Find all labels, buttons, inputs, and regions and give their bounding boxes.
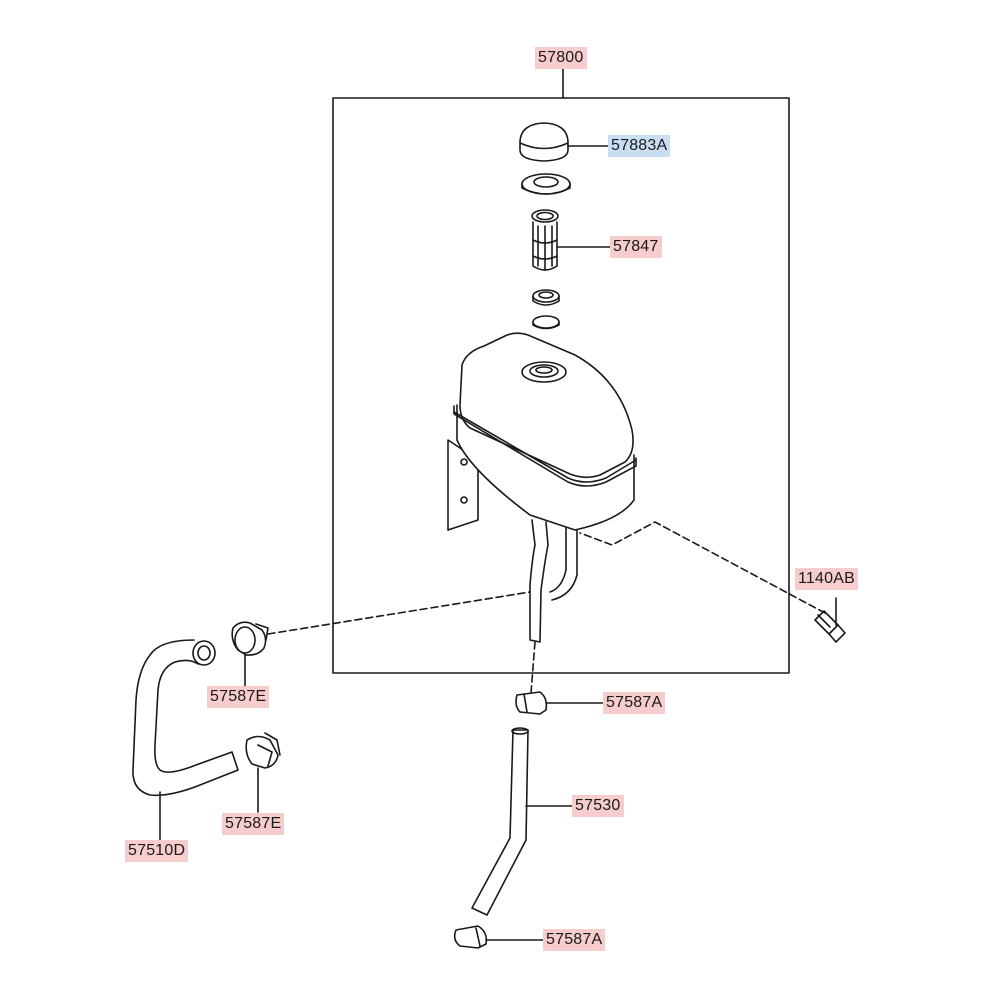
cap-icon <box>519 122 569 162</box>
assembly-boundary <box>332 97 790 674</box>
return-clamp-lower-icon <box>453 925 488 949</box>
bolt-path <box>579 521 826 614</box>
part-label-clamp-return-lower[interactable]: 57587A <box>543 929 606 951</box>
connection-line-suction <box>267 591 531 635</box>
part-label-clamp-hose-upper[interactable]: 57587E <box>207 686 270 708</box>
hose-clamp-lower-icon <box>245 732 281 769</box>
small-seal-icon <box>532 289 560 306</box>
part-label-strainer[interactable]: 57847 <box>610 236 662 258</box>
part-label-clamp-return-upper[interactable]: 57587A <box>603 692 666 714</box>
part-label-bolt[interactable]: 1140AB <box>795 568 858 590</box>
part-label-hose-suction[interactable]: 57510D <box>125 840 189 862</box>
part-label-cap[interactable]: 57883A <box>608 135 671 157</box>
part-label-assembly[interactable]: 57800 <box>535 47 587 69</box>
strainer-icon <box>531 209 559 271</box>
hose-clamp-upper-icon <box>231 621 269 656</box>
part-label-hose-return[interactable]: 57530 <box>572 795 624 817</box>
return-clamp-upper-icon <box>515 691 548 715</box>
suction-hose-icon <box>132 639 239 797</box>
return-hose-icon <box>471 727 529 916</box>
part-label-clamp-hose-lower[interactable]: 57587E <box>222 813 285 835</box>
washer-icon <box>532 315 560 330</box>
reservoir-tank-icon <box>447 332 637 643</box>
connection-line-return <box>530 641 536 694</box>
seal-ring-icon <box>521 173 571 195</box>
bolt-icon <box>814 610 846 643</box>
